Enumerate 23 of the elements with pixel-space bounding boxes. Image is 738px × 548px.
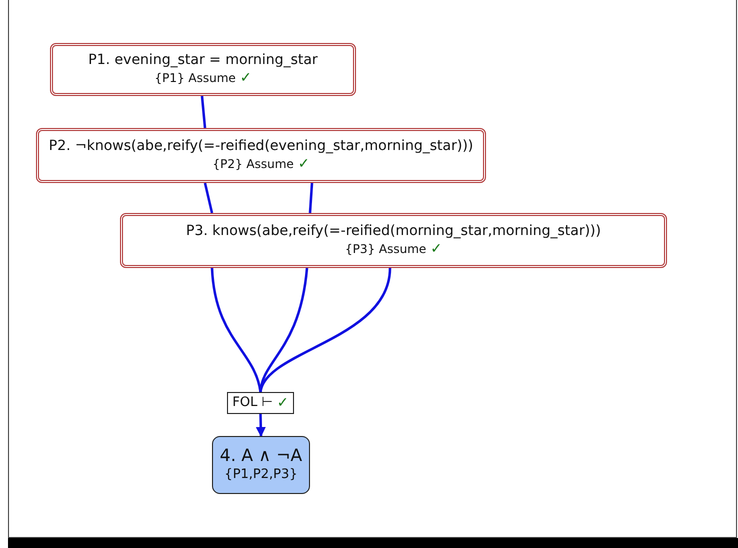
connector-line bbox=[200, 96, 206, 128]
connector-line bbox=[256, 414, 266, 437]
conclusion-box bbox=[212, 436, 310, 494]
justification-text: {P1} Assume bbox=[154, 70, 236, 87]
check-mark: ✓ bbox=[298, 156, 310, 172]
justification-text: {P2} Assume bbox=[212, 156, 294, 173]
connector-line bbox=[259, 268, 392, 392]
connector-line bbox=[204, 182, 214, 214]
formula-text: 4. A ∧ ¬A bbox=[220, 446, 302, 468]
check-mark: ✓ bbox=[430, 240, 442, 257]
formula-text: P1. evening_star = morning_star bbox=[88, 52, 318, 70]
formula-text: P2. ¬knows(abe,reify(=-reified(evening_star,morning_star))) bbox=[48, 138, 474, 156]
check-mark: ✓ bbox=[240, 70, 252, 86]
premise-box bbox=[120, 213, 667, 268]
premise-box bbox=[50, 43, 356, 96]
rule-label: FOL ⊢ bbox=[232, 394, 273, 412]
connector-line bbox=[308, 182, 314, 214]
justification-text: {P1,P2,P3} bbox=[224, 467, 298, 484]
check-mark: ✓ bbox=[276, 395, 289, 411]
premise-box bbox=[36, 128, 486, 183]
connector-line bbox=[210, 268, 262, 392]
formula-text: P3. knows(abe,reify(=-reified(morning_star,morning_star))) bbox=[186, 223, 601, 241]
justification-text: {P3} Assume bbox=[344, 242, 426, 258]
